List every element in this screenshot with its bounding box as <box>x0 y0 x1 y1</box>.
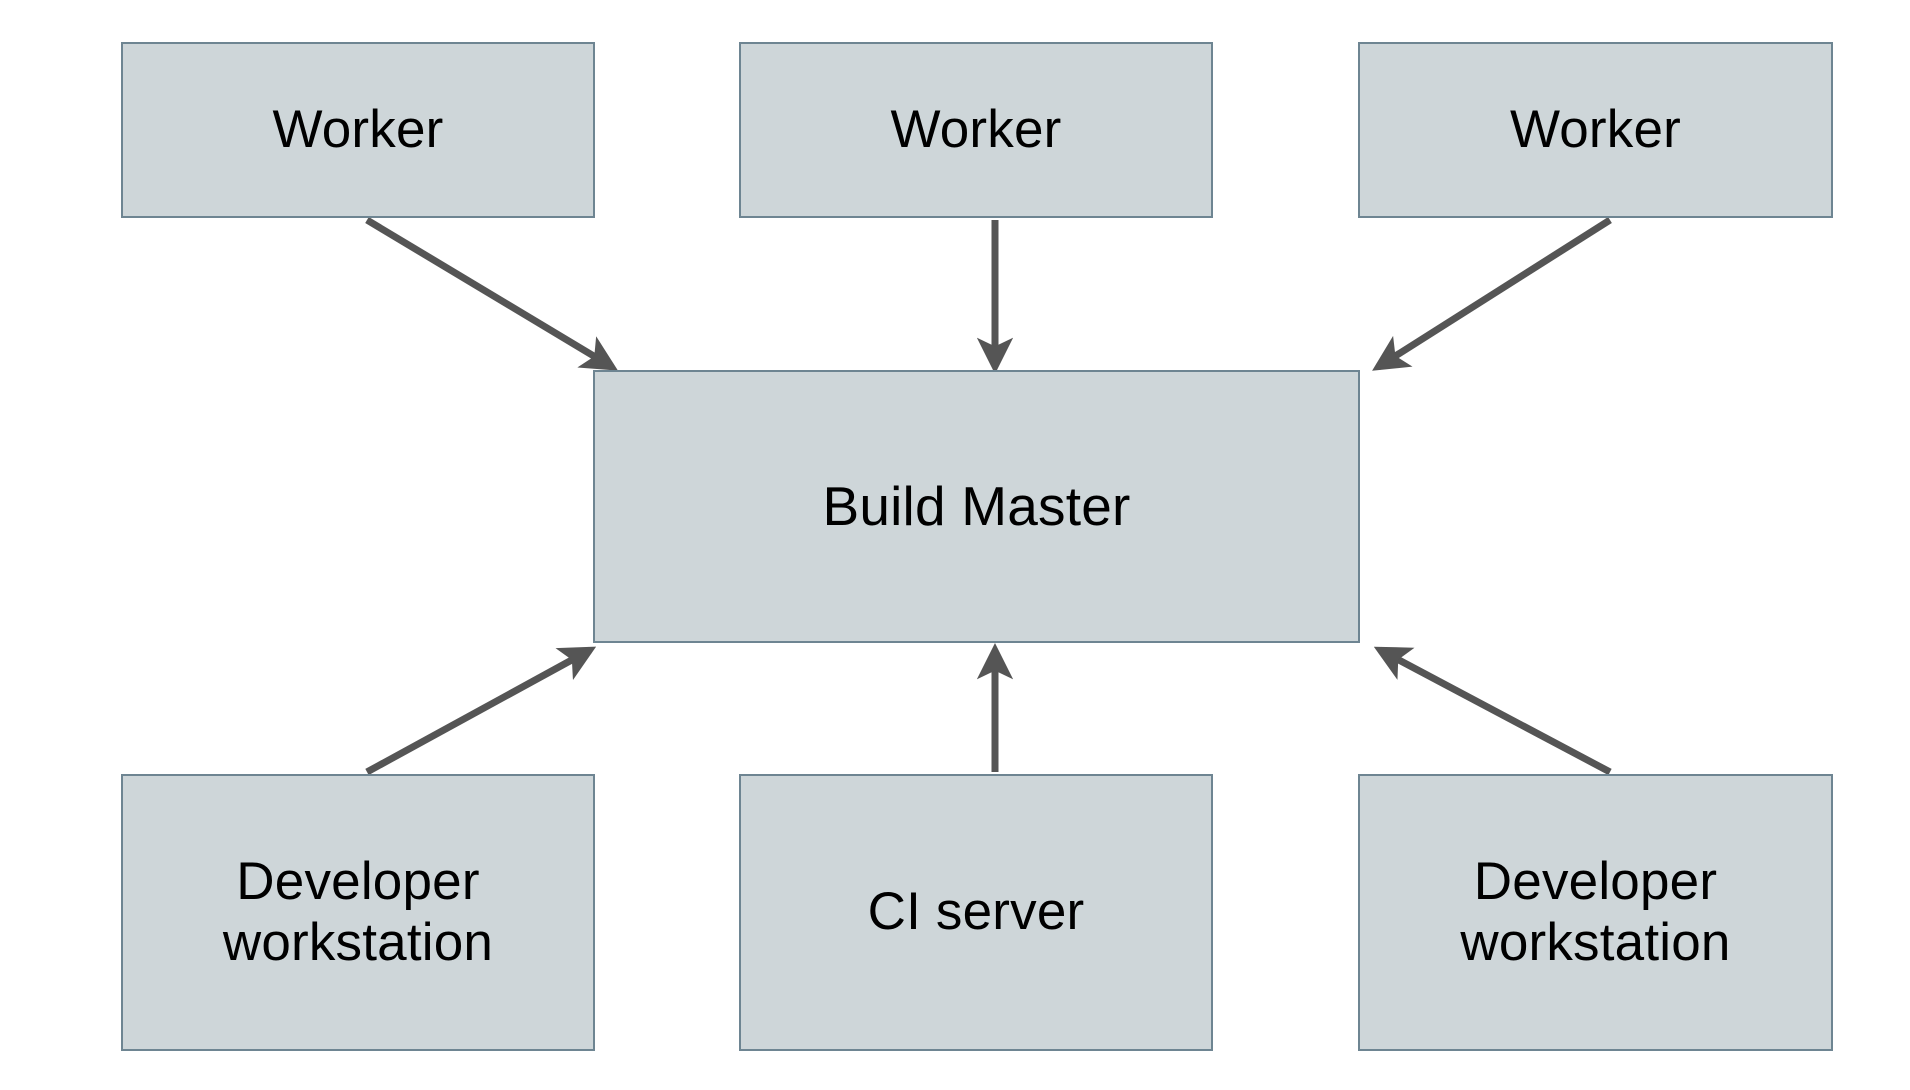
node-worker-center-label: Worker <box>890 99 1062 159</box>
node-developer-workstation-left[interactable]: Developer workstation <box>121 774 595 1051</box>
node-worker-left[interactable]: Worker <box>121 42 595 218</box>
node-worker-left-label: Worker <box>272 99 444 159</box>
edge-worker-right-to-master <box>1372 217 1612 371</box>
edge-worker-left-to-master <box>365 216 619 371</box>
node-build-master[interactable]: Build Master <box>593 370 1360 643</box>
node-worker-right[interactable]: Worker <box>1358 42 1833 218</box>
node-developer-workstation-right[interactable]: Developer workstation <box>1358 774 1833 1051</box>
edge-dev-left-to-master <box>365 646 597 776</box>
node-developer-workstation-left-label: Developer workstation <box>222 852 494 972</box>
node-developer-workstation-right-label: Developer workstation <box>1460 852 1731 972</box>
node-worker-center[interactable]: Worker <box>739 42 1213 218</box>
node-ci-server[interactable]: CI server <box>739 774 1213 1051</box>
node-build-master-label: Build Master <box>822 475 1131 538</box>
edge-dev-right-to-master <box>1373 646 1612 776</box>
node-worker-right-label: Worker <box>1509 99 1682 159</box>
node-ci-server-label: CI server <box>867 882 1085 942</box>
